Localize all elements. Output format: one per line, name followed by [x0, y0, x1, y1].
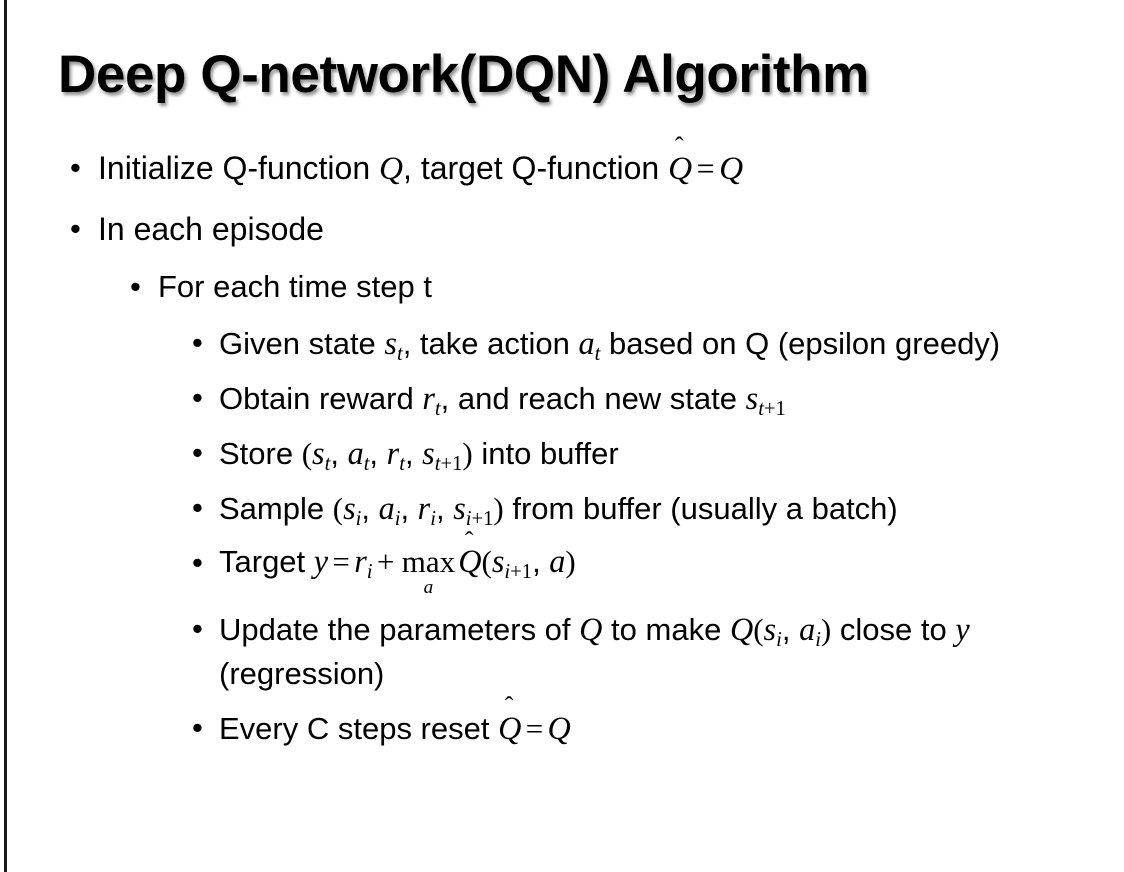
math-variable: Q: [547, 709, 571, 746]
math-variable: si: [343, 490, 362, 531]
bullet-point-icon: •: [192, 611, 203, 647]
bullet-for-each-time-step: • For each time step t: [0, 265, 1124, 308]
math-operator: =: [525, 710, 544, 746]
bullet-point-icon: •: [192, 435, 203, 471]
math-variable: y: [313, 543, 329, 580]
math-paren: ): [565, 544, 576, 580]
bullet-sample-from-buffer: • Sample (si, ai, ri, si+1) from buffer (…: [0, 486, 1124, 531]
math-variable: rt: [422, 379, 441, 421]
bullet-update-parameters: • Update the parameters of Q to make Q(si…: [0, 607, 1124, 696]
circumflex-accent-icon: ˆ: [464, 526, 474, 556]
math-paren: (: [753, 612, 764, 648]
math-paren: (: [481, 544, 492, 580]
math-operator-name: max: [401, 544, 456, 580]
math-variable: a: [549, 543, 566, 580]
bullet-initialize-q-function: • Initialize Q-function Q, target Q-funct…: [0, 130, 1124, 193]
bullet-store-into-buffer: • Store (st, at, rt, st+1) into buffer: [0, 431, 1124, 476]
bullet-text: Initialize Q-function Q, target Q-functi…: [98, 130, 1124, 193]
math-variable: Q: [719, 150, 744, 187]
math-variable: st: [312, 435, 331, 476]
bullet-text: Obtain reward rt, and reach new state st…: [219, 379, 786, 421]
math-variable: ri: [354, 543, 373, 584]
math-operator: =: [332, 544, 350, 580]
circumflex-accent-icon: ˆ: [504, 690, 514, 720]
bullet-given-state-take-action: •Given state st, take action at based on…: [0, 321, 1124, 366]
slide-body: • Initialize Q-function Q, target Q-funct…: [0, 130, 1124, 761]
math-variable: Q: [729, 611, 754, 648]
math-paren: (: [301, 436, 313, 472]
math-paren: ): [462, 436, 473, 472]
math-operator-limit: a: [423, 577, 434, 599]
math-variable: Q: [379, 150, 404, 187]
bullet-point-icon: •: [192, 324, 203, 360]
bullet-point-icon: •: [70, 210, 81, 246]
bullet-text: Given state st, take action at based on …: [219, 324, 1001, 365]
math-variable: ri: [417, 490, 436, 531]
math-paren: ): [493, 491, 504, 527]
math-variable: si+1: [491, 543, 533, 584]
bullet-point-icon: •: [192, 709, 203, 745]
bullet-obtain-reward: • Obtain reward rt, and reach new state s…: [0, 376, 1124, 421]
bullet-text: Sample (si, ai, ri, si+1) from buffer (u…: [219, 490, 898, 531]
bullet-point-icon: •: [192, 490, 203, 526]
math-variable: at: [578, 324, 601, 365]
math-variable: st+1: [745, 379, 786, 421]
math-variable: ai: [799, 611, 821, 652]
bullet-text: Store (st, at, rt, st+1) into buffer: [219, 435, 619, 476]
circumflex-accent-icon: ˆ: [674, 130, 684, 161]
bullet-in-each-episode: • In each episode: [0, 207, 1124, 252]
bullet-point-icon: •: [70, 150, 81, 185]
math-variable: rt: [386, 435, 405, 476]
math-operator: =: [696, 150, 715, 186]
math-paren: ): [820, 612, 832, 648]
page-title: Deep Q-network(DQN) Algorithm: [58, 45, 869, 104]
math-paren: (: [332, 491, 344, 527]
bullet-point-icon: •: [192, 545, 203, 581]
bullet-point-icon: •: [130, 269, 141, 305]
slide-left-edge-rule: [4, 0, 7, 872]
math-operator: +: [376, 544, 395, 580]
math-variable: at: [347, 435, 370, 476]
math-variable: si: [763, 611, 782, 652]
math-variable: Q: [579, 611, 603, 648]
math-variable: ai: [378, 490, 401, 531]
bullet-text: In each episode: [98, 210, 324, 247]
math-variable: y: [955, 611, 970, 648]
bullet-point-icon: •: [192, 379, 203, 415]
bullet-text: Update the parameters of Q to make Q(si,…: [219, 611, 970, 692]
math-variable: st+1: [422, 435, 463, 476]
math-variable: si+1: [453, 490, 494, 531]
math-variable: st: [384, 324, 403, 365]
bullet-text: For each time step t: [158, 269, 432, 305]
